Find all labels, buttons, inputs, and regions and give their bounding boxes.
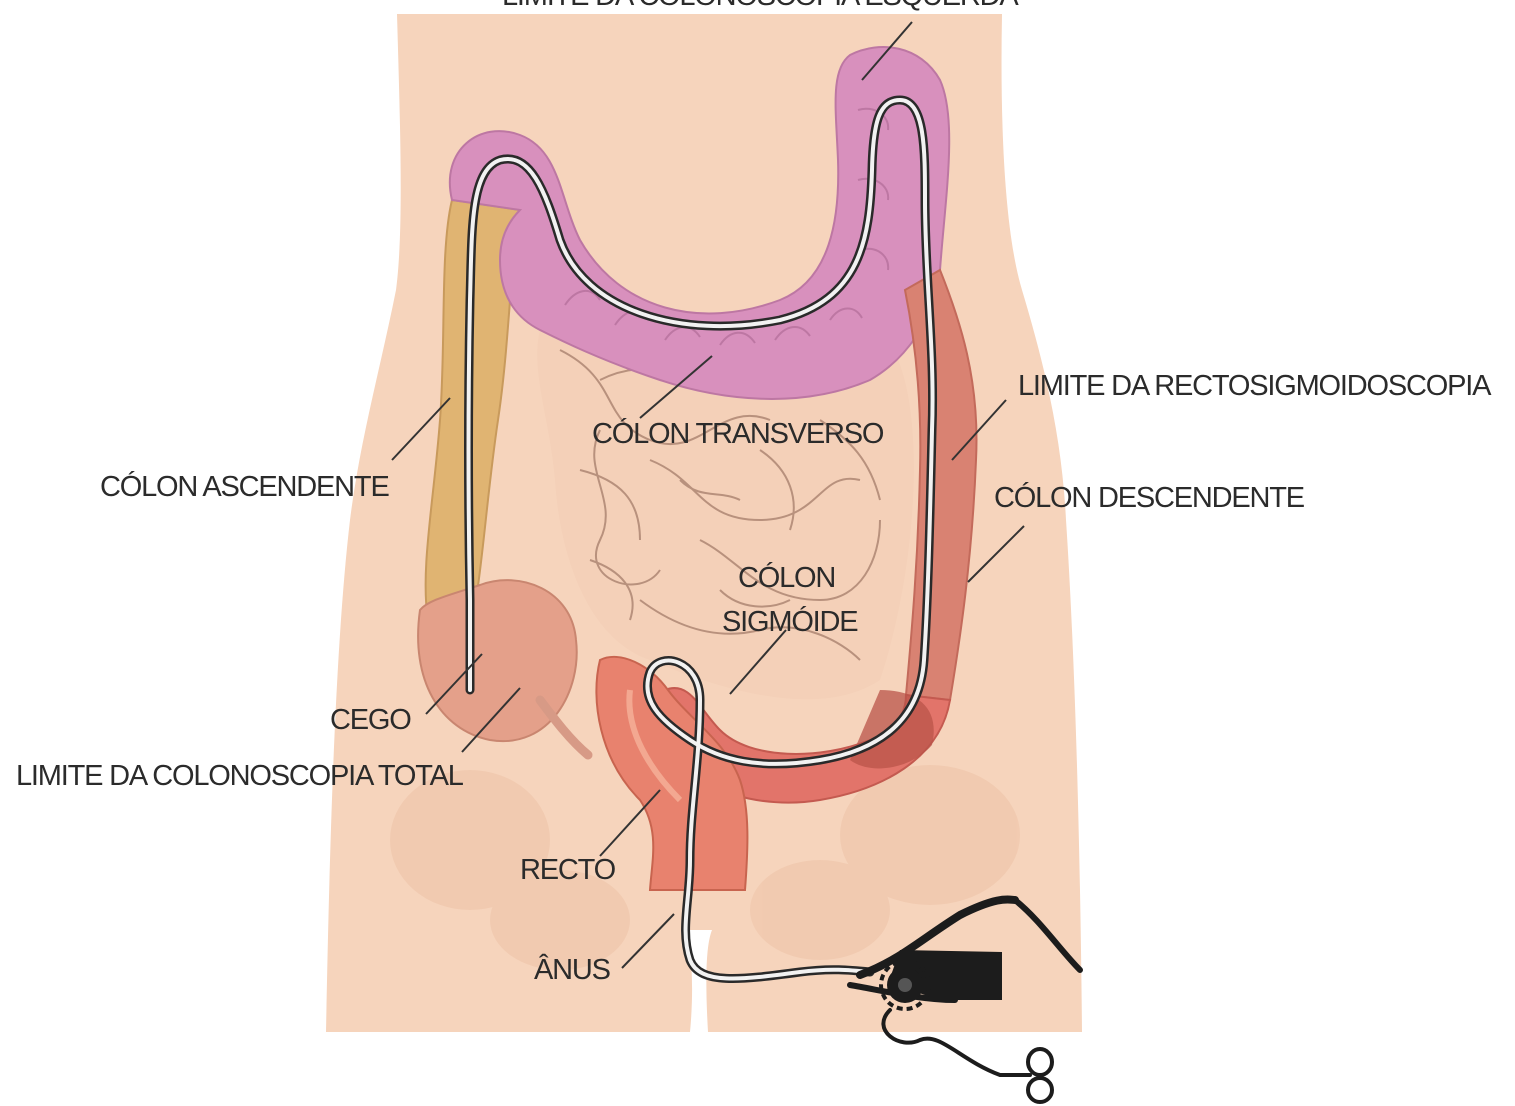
label-limite-colonoscopia-esquerda: LIMITE DA COLONOSCOPIA ESQUERDA <box>502 0 1018 11</box>
label-cego: CEGO <box>330 706 411 735</box>
label-colon-transverso: CÓLON TRANSVERSO <box>592 420 883 449</box>
label-colon-ascendente: CÓLON ASCENDENTE <box>100 473 389 502</box>
label-colon-sigmoide-line1: CÓLON <box>738 564 835 593</box>
label-colon-sigmoide-line2: SIGMÓIDE <box>722 608 857 637</box>
label-limite-rectosigmoidoscopia: LIMITE DA RECTOSIGMOIDOSCOPIA <box>1018 372 1490 401</box>
label-colon-descendente: CÓLON DESCENDENTE <box>994 484 1304 513</box>
label-limite-colonoscopia-total: LIMITE DA COLONOSCOPIA TOTAL <box>16 762 463 791</box>
label-anus: ÂNUS <box>534 956 610 985</box>
label-recto: RECTO <box>520 856 615 885</box>
